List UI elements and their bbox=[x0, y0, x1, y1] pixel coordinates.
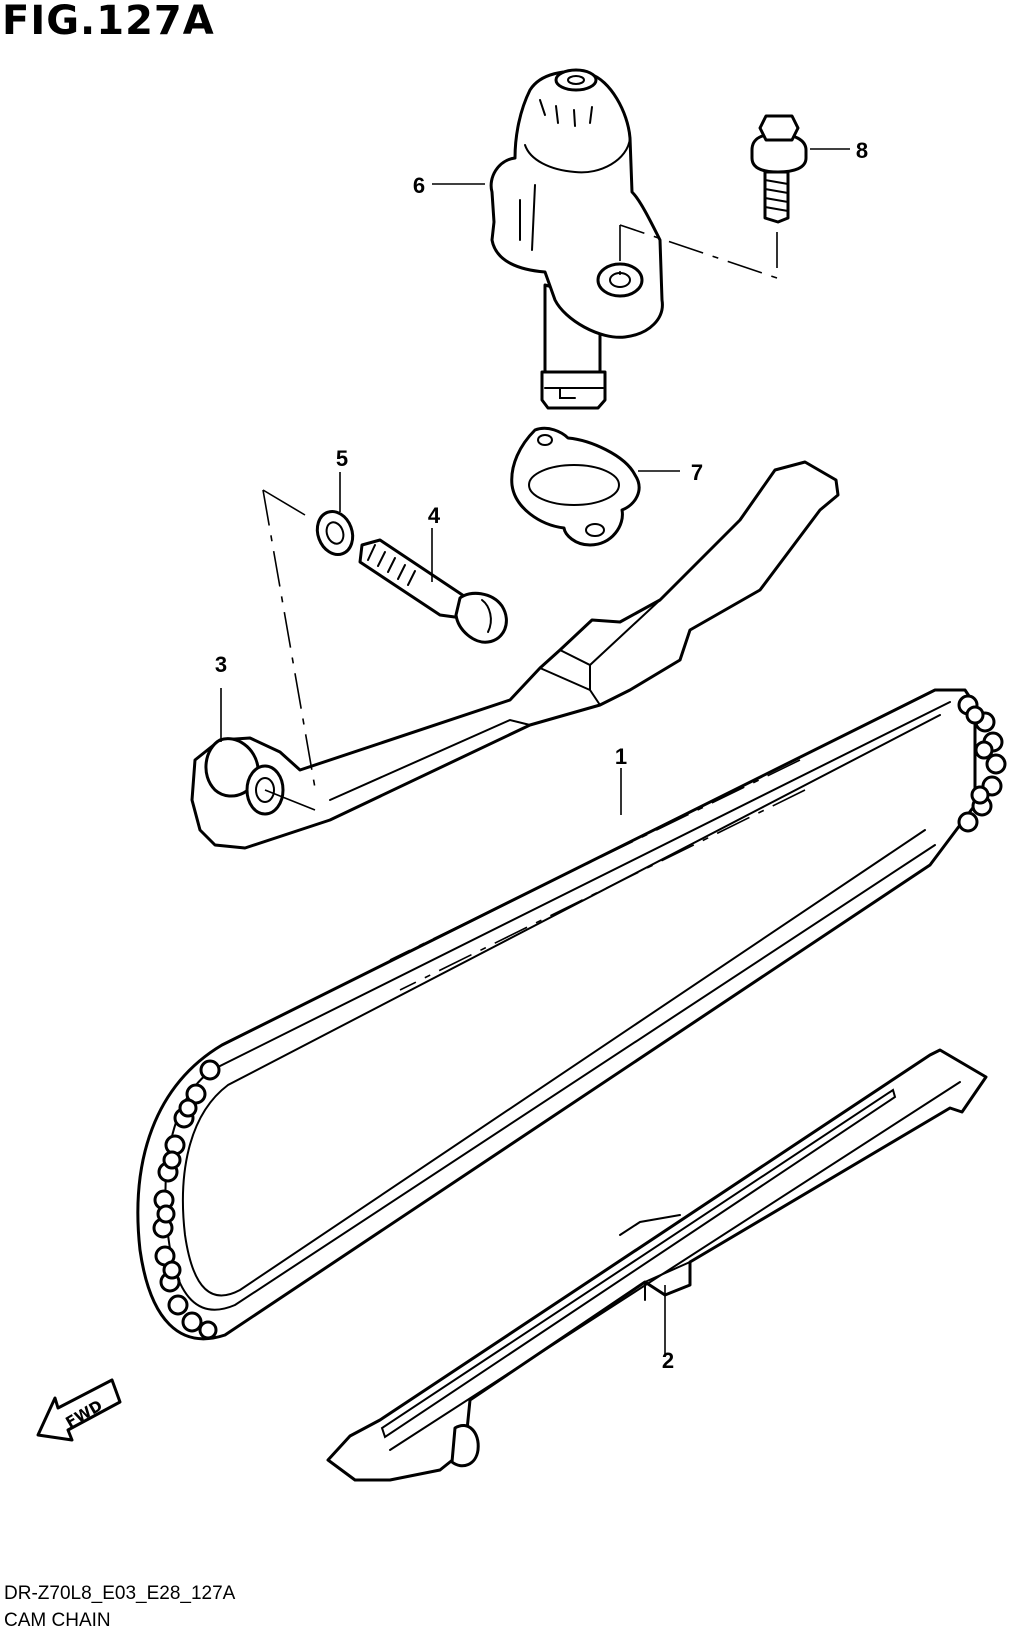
cam-chain bbox=[136, 688, 1007, 1341]
tensioner-arm bbox=[190, 460, 840, 850]
chain-guide bbox=[326, 1048, 988, 1482]
figure-name: CAM CHAIN bbox=[4, 1610, 111, 1631]
callout-5: 5 bbox=[336, 446, 348, 471]
chain-links-right bbox=[957, 694, 1007, 833]
assembly-lines bbox=[262, 224, 778, 811]
figure-code: DR-Z70L8_E03_E28_127A bbox=[4, 1583, 236, 1604]
fwd-arrow-icon: FWD bbox=[36, 1378, 122, 1442]
callout-6: 6 bbox=[413, 173, 425, 198]
callout-labels: 1 2 3 4 5 6 7 8 bbox=[215, 138, 868, 1373]
callout-7: 7 bbox=[691, 460, 703, 485]
washer bbox=[315, 510, 355, 556]
tensioner-adjuster bbox=[489, 68, 664, 410]
callout-4: 4 bbox=[428, 503, 441, 528]
callout-8: 8 bbox=[856, 138, 868, 163]
callout-3: 3 bbox=[215, 652, 227, 677]
callout-2: 2 bbox=[662, 1348, 674, 1373]
chain-links-left bbox=[152, 1059, 221, 1340]
callout-leaders bbox=[220, 148, 850, 1355]
callout-1: 1 bbox=[615, 744, 627, 769]
adjuster-bolt bbox=[750, 114, 808, 224]
arm-bolt bbox=[358, 538, 508, 644]
adjuster-gasket bbox=[510, 426, 641, 547]
figure-title: FIG.127A bbox=[2, 0, 215, 44]
